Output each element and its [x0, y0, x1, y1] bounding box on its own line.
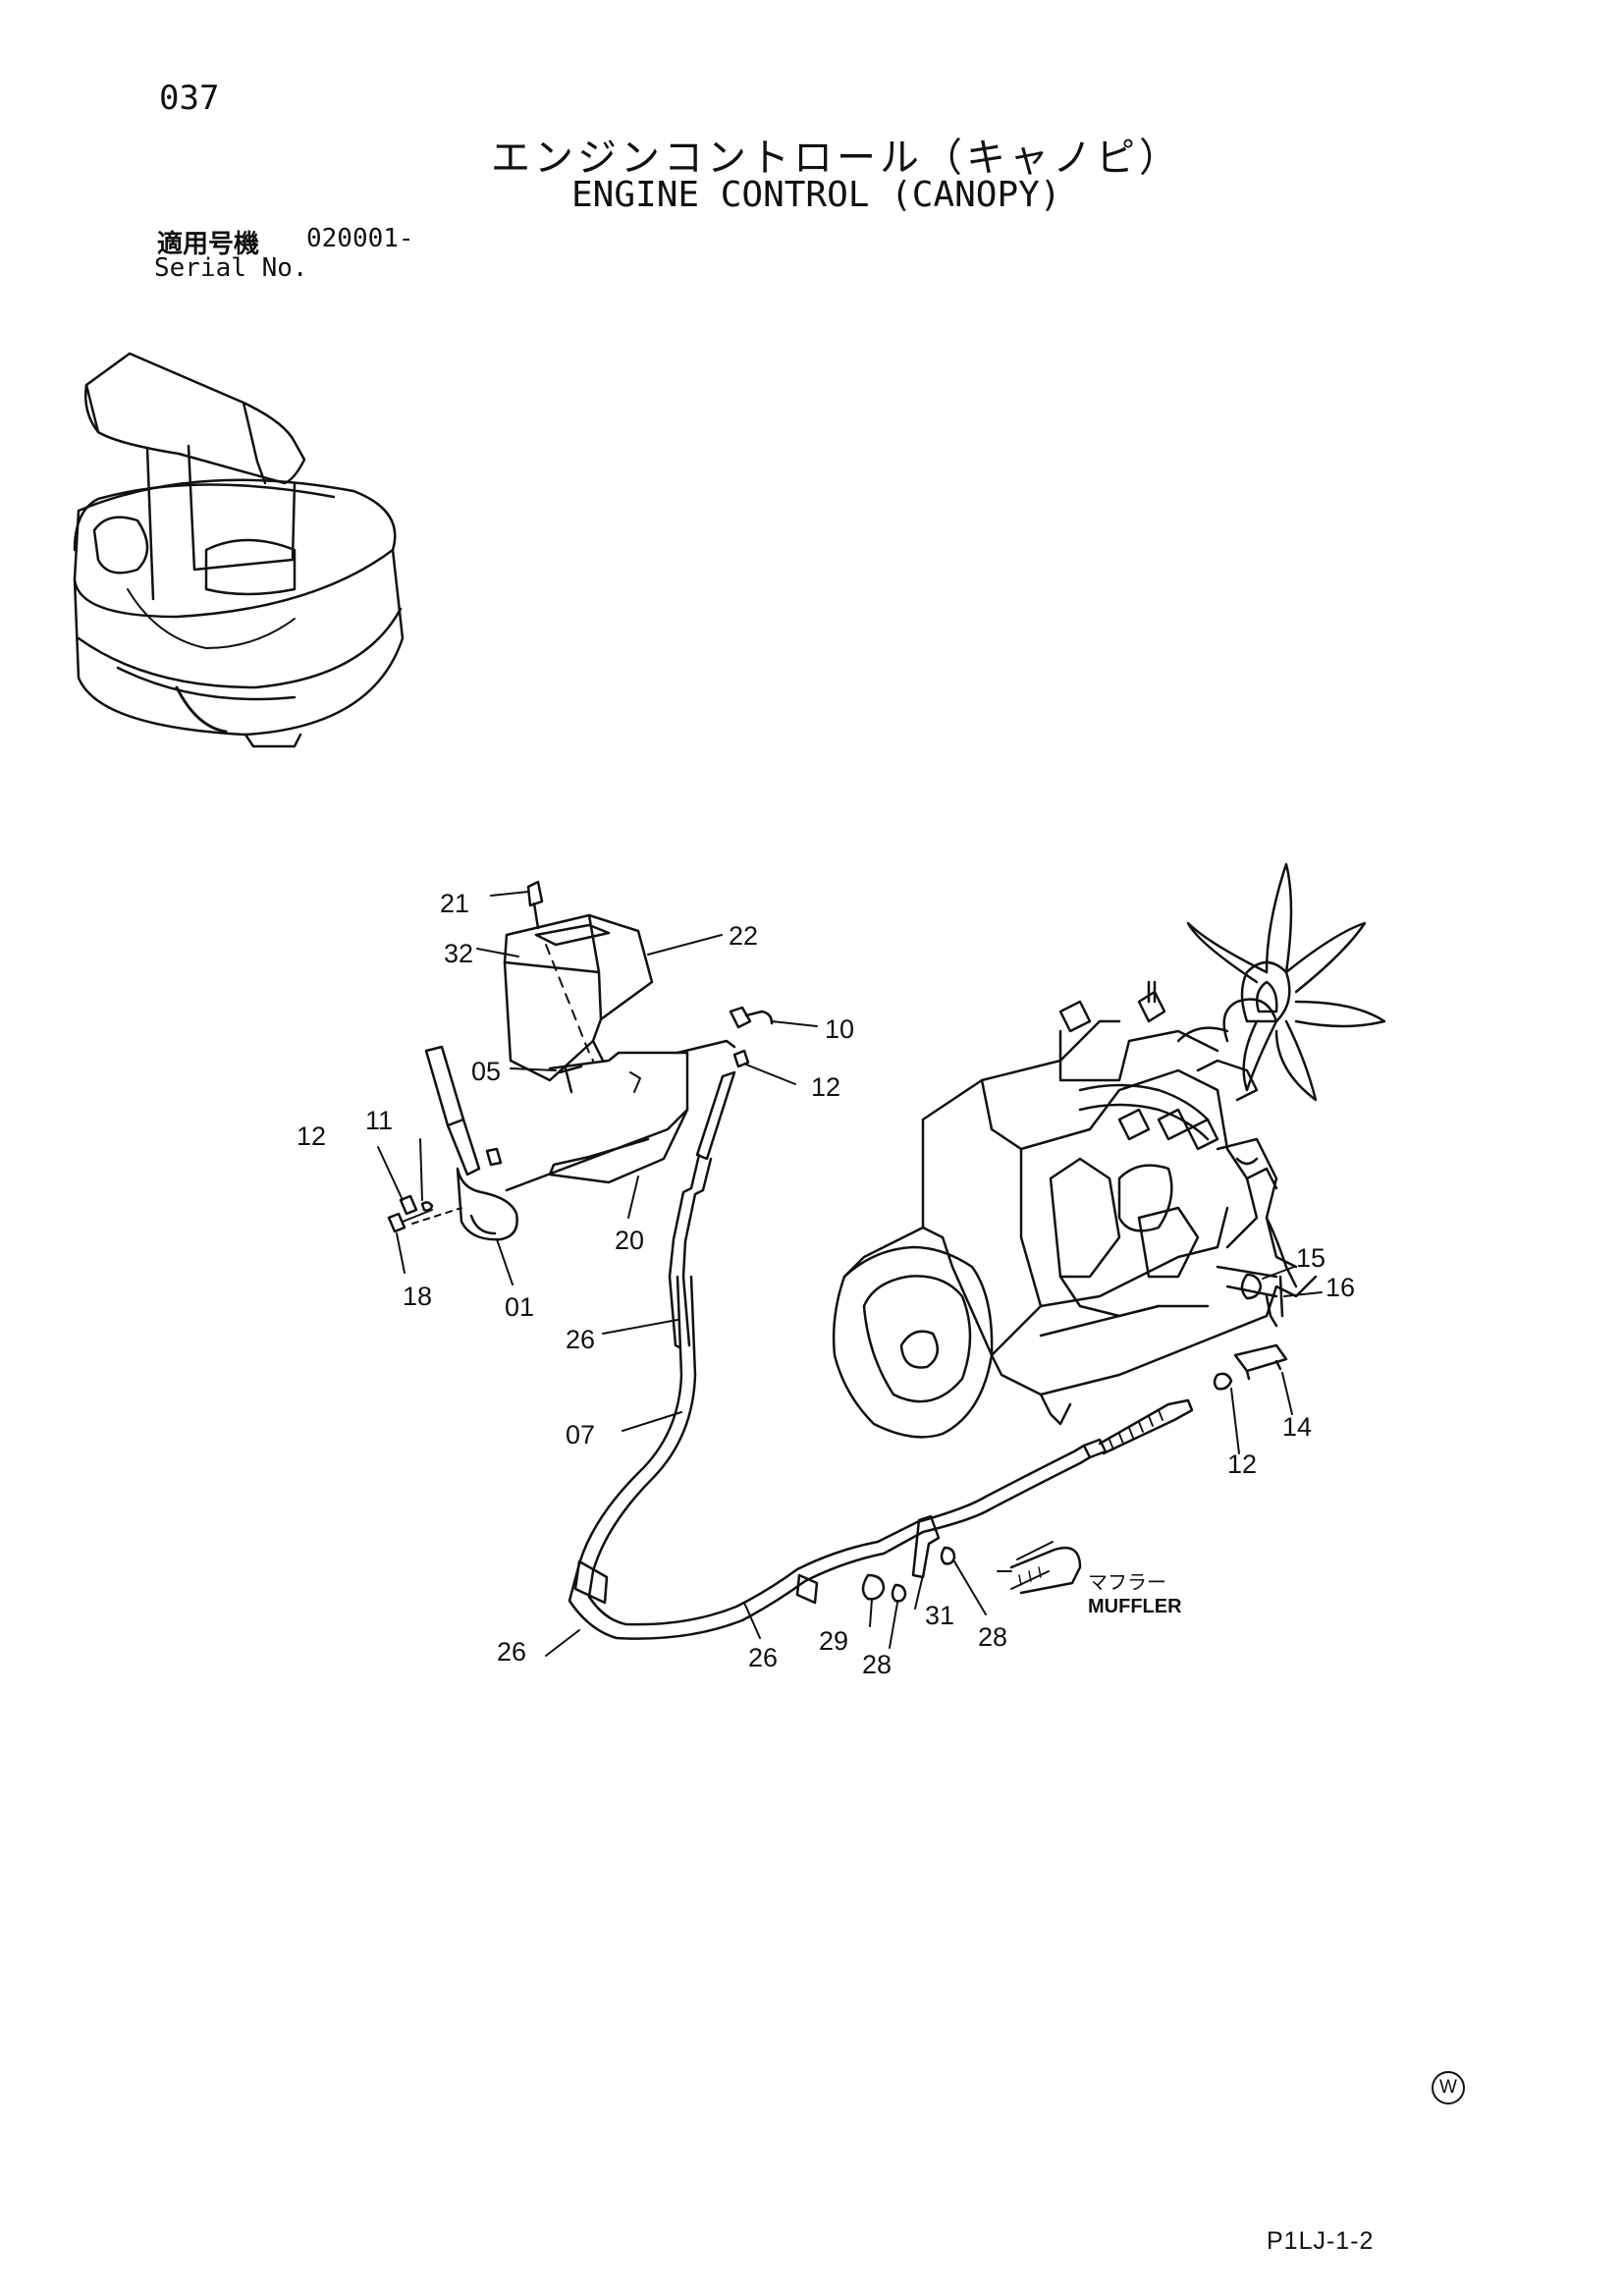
callout-12-cable: 12: [811, 1072, 840, 1102]
serial-label-japanese: 適用号機: [157, 230, 260, 259]
callout-11: 11: [365, 1106, 393, 1135]
throttle-cable: [568, 1006, 1194, 1640]
page-code: P1LJ-1-2: [1267, 2227, 1375, 2255]
throttle-lever-assembly: [387, 1039, 736, 1241]
callout-26-upper: 26: [566, 1325, 595, 1354]
engine-illustration: [832, 980, 1318, 1439]
machine-overview-illustration: [73, 352, 405, 748]
callout-01: 01: [505, 1292, 534, 1322]
callout-31: 31: [925, 1601, 954, 1630]
callout-32: 32: [444, 939, 473, 968]
title-japanese: エンジンコントロール（キャノピ）: [491, 136, 1182, 181]
callout-14: 14: [1282, 1412, 1312, 1442]
serial-label-english: Serial No.: [154, 253, 308, 283]
callout-leaders: [377, 891, 1323, 1657]
callout-15: 15: [1296, 1243, 1325, 1273]
callout-28-left: 28: [862, 1650, 892, 1679]
serial-value: 020001-: [306, 224, 414, 253]
muffler-label-english: MUFFLER: [1088, 1596, 1182, 1617]
callout-26-left: 26: [497, 1637, 526, 1667]
callout-12-lever: 12: [297, 1121, 326, 1151]
muffler-label-japanese: マフラー: [1088, 1572, 1166, 1594]
corner-mark: W: [1432, 2071, 1465, 2105]
cooling-fan-illustration: [1186, 862, 1386, 1102]
callout-28-right: 28: [978, 1622, 1007, 1652]
callout-16: 16: [1325, 1273, 1355, 1302]
callout-29: 29: [819, 1626, 848, 1656]
callout-12-engine: 12: [1227, 1449, 1257, 1479]
clamp-hardware: [861, 1514, 1082, 1603]
callout-21: 21: [440, 889, 469, 918]
page-number: 037: [159, 79, 220, 118]
callout-18: 18: [403, 1282, 432, 1311]
callout-10: 10: [825, 1014, 854, 1044]
callout-20: 20: [615, 1226, 644, 1255]
callout-22: 22: [729, 921, 758, 951]
callout-07: 07: [566, 1420, 595, 1449]
title-english: ENGINE CONTROL (CANOPY): [571, 175, 1061, 215]
bracket-assembly: [503, 880, 654, 1082]
callout-26-lower: 26: [748, 1643, 778, 1672]
callout-labels: 21 22 32 10 05 12 12 11 20 18 01 26 07 2…: [297, 889, 1355, 1679]
callout-05: 05: [471, 1057, 501, 1086]
stop-lever-parts: [1213, 1273, 1288, 1391]
